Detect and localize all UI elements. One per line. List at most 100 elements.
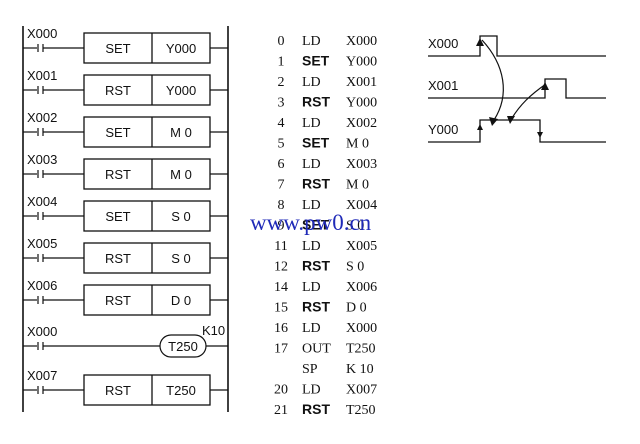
- contact-label: X000: [27, 26, 57, 41]
- step-number: 16: [274, 321, 288, 336]
- instruction-operand: M 0: [346, 178, 369, 193]
- program-row: 14 LD X006: [274, 280, 377, 295]
- operand-label: T250: [166, 383, 196, 398]
- program-row: 20 LD X007: [274, 383, 377, 398]
- operand-label: S 0: [171, 251, 191, 266]
- operand-label: S 0: [171, 209, 191, 224]
- edge-arrow: [477, 124, 483, 130]
- instruction: LD: [302, 383, 321, 398]
- step-number: 21: [274, 403, 288, 418]
- contact-label: X003: [27, 152, 57, 167]
- step-number: 7: [278, 178, 285, 193]
- instruction-operand: X005: [346, 239, 377, 254]
- signal-label: X001: [428, 78, 458, 93]
- instruction: LD: [302, 239, 321, 254]
- instruction: OUT: [302, 342, 331, 357]
- program-row: 7 RST M 0: [278, 176, 369, 193]
- operand-label: M 0: [170, 167, 192, 182]
- x001-waveform: [428, 78, 606, 99]
- instruction-operand: X006: [346, 280, 377, 295]
- instruction-operand: X001: [346, 75, 377, 90]
- instruction: RST: [302, 258, 330, 274]
- timer-constant: K10: [202, 323, 225, 338]
- set-cause-arrow: [481, 39, 504, 121]
- instruction: LD: [302, 321, 321, 336]
- instruction: LD: [302, 198, 321, 213]
- op-label: RST: [105, 83, 131, 98]
- instruction: SET: [302, 53, 330, 69]
- instruction: LD: [302, 280, 321, 295]
- operand-label: D 0: [171, 293, 191, 308]
- instruction-operand: X002: [346, 116, 377, 131]
- operand-label: Y000: [166, 41, 196, 56]
- instruction: SET: [302, 217, 330, 233]
- step-number: 11: [274, 239, 287, 254]
- signal-label: X000: [428, 36, 458, 51]
- contact-label: X005: [27, 236, 57, 251]
- arrow-head: [489, 117, 498, 126]
- op-label: RST: [105, 167, 131, 182]
- step-number: 5: [278, 137, 285, 152]
- instruction-box: [83, 284, 211, 316]
- program-row: 5 SET M 0: [278, 135, 369, 152]
- signal-label: Y000: [428, 122, 458, 137]
- instruction: RST: [302, 401, 330, 417]
- instruction: SP: [302, 362, 318, 377]
- step-number: 9: [278, 219, 285, 234]
- operand-label: M 0: [170, 125, 192, 140]
- step-number: 20: [274, 383, 288, 398]
- instruction-box: [83, 158, 211, 190]
- instruction-box: [83, 200, 211, 232]
- step-number: 3: [278, 96, 285, 111]
- step-number: 12: [274, 260, 288, 275]
- contact-label: X002: [27, 110, 57, 125]
- instruction: SET: [302, 135, 330, 151]
- op-label: RST: [105, 383, 131, 398]
- program-row: 9 SET S 0: [278, 217, 365, 234]
- instruction: LD: [302, 34, 321, 49]
- step-number: 15: [274, 301, 288, 316]
- contact-label: X000: [27, 324, 57, 339]
- step-number: 17: [274, 342, 288, 357]
- instruction-box: [83, 374, 211, 406]
- edge-arrow: [476, 38, 484, 46]
- step-number: 1: [278, 55, 285, 70]
- coil-label: T250: [168, 339, 198, 354]
- instruction-operand: X007: [346, 383, 377, 398]
- instruction-box: [83, 32, 211, 64]
- step-number: 6: [278, 157, 285, 172]
- reset-cause-arrow: [511, 83, 547, 119]
- instruction-operand: X000: [346, 321, 377, 336]
- step-number: 8: [278, 198, 285, 213]
- x000-waveform: [428, 35, 606, 57]
- instruction-operand: S 0: [346, 219, 364, 234]
- instruction-operand: X003: [346, 157, 377, 172]
- program-row: 11 LD X005: [274, 239, 377, 254]
- instruction-operand: M 0: [346, 137, 369, 152]
- op-label: SET: [105, 41, 130, 56]
- contact-label: X004: [27, 194, 57, 209]
- contact-label: X001: [27, 68, 57, 83]
- contact-label: X007: [27, 368, 57, 383]
- edge-arrow: [537, 132, 543, 138]
- step-number: 14: [274, 280, 288, 295]
- instruction: RST: [302, 176, 330, 192]
- instruction-box: [83, 242, 211, 274]
